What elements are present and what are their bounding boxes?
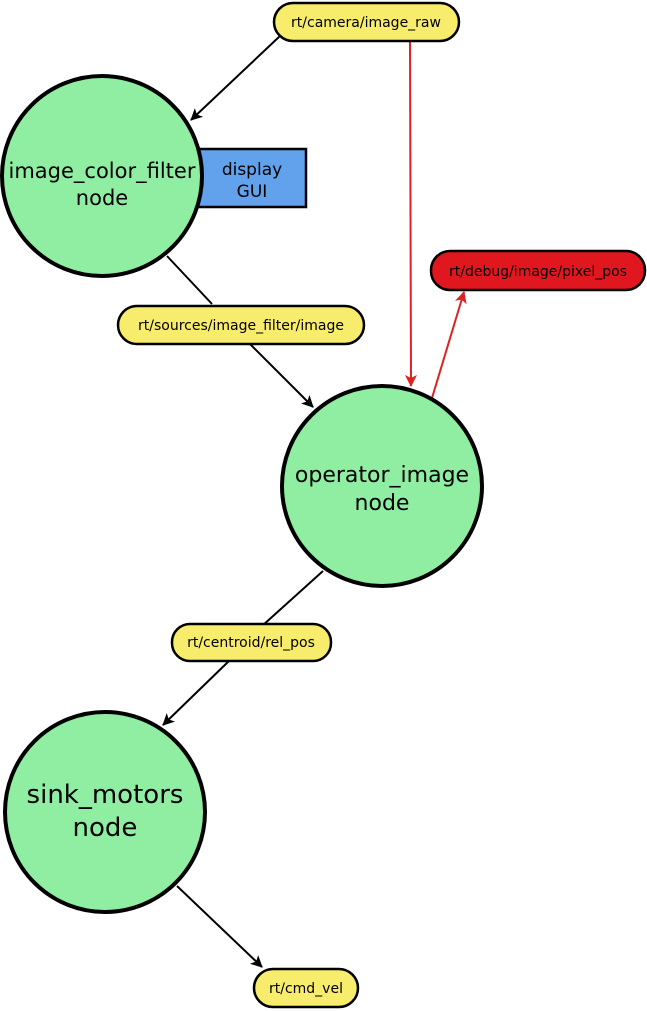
- topic-cmd-vel[interactable]: rt/cmd_vel: [252, 967, 360, 1009]
- topic-cmd-vel-label: rt/cmd_vel: [269, 981, 343, 997]
- display-gui-box: display GUI: [194, 147, 308, 209]
- edge-operator-to-centroid-topic: [261, 570, 324, 627]
- node-operator-image-name: operator_image: [295, 463, 469, 488]
- edge-camera-to-operator-debug: [404, 39, 417, 387]
- topic-centroid-rel-pos[interactable]: rt/centroid/rel_pos: [170, 622, 333, 663]
- edge-color-filter-to-topic: [166, 255, 213, 305]
- edge-camera-to-color-filter: [190, 35, 281, 121]
- display-gui-label-line2: GUI: [237, 182, 268, 202]
- edge-operator-to-debug-topic: [431, 291, 467, 399]
- node-sink-motors-type: node: [73, 813, 138, 843]
- edge-topic-to-operator: [249, 343, 314, 408]
- topic-debug-pixel-pos[interactable]: rt/debug/image/pixel_pos: [429, 249, 647, 292]
- node-image-color-filter-type: node: [76, 186, 128, 210]
- topic-sources-image-filter-label: rt/sources/image_filter/image: [138, 318, 344, 334]
- topic-centroid-rel-pos-label: rt/centroid/rel_pos: [187, 635, 315, 651]
- node-sink-motors-name: sink_motors: [27, 780, 184, 810]
- topic-sources-image-filter[interactable]: rt/sources/image_filter/image: [116, 304, 366, 346]
- node-sink-motors[interactable]: sink_motors node: [3, 710, 207, 914]
- display-gui-label-line1: display: [222, 160, 282, 180]
- node-operator-image[interactable]: operator_image node: [280, 384, 484, 588]
- edge-sink-to-cmd-vel: [176, 885, 263, 968]
- node-image-color-filter-name: image_color_filter: [9, 159, 196, 184]
- edge-centroid-topic-to-sink: [162, 659, 231, 726]
- topic-debug-pixel-pos-label: rt/debug/image/pixel_pos: [449, 264, 627, 280]
- topic-camera-image-raw-label: rt/camera/image_raw: [291, 15, 441, 31]
- node-operator-image-type: node: [355, 491, 410, 516]
- topic-camera-image-raw[interactable]: rt/camera/image_raw: [272, 1, 461, 43]
- node-image-color-filter[interactable]: image_color_filter node: [0, 74, 204, 278]
